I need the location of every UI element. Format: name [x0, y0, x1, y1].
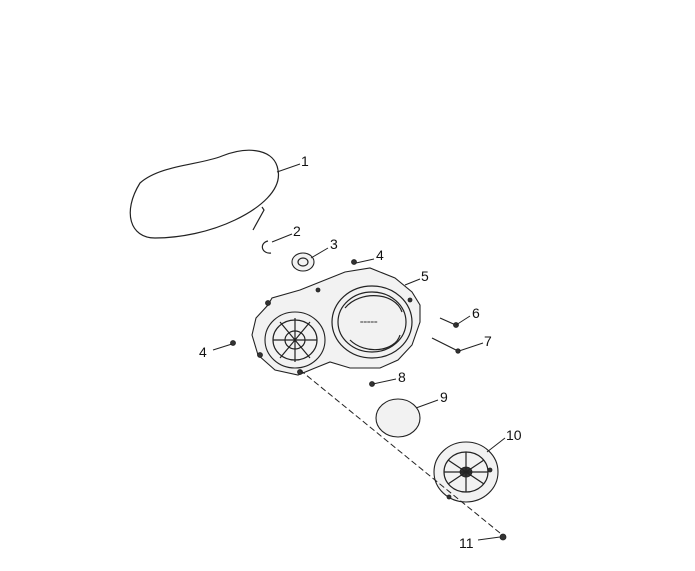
callout-9: 9: [440, 389, 448, 405]
part-bolt-6: [439, 317, 459, 328]
part-seal: [291, 252, 315, 272]
leader-lines: [212, 163, 506, 541]
callout-4-lower: 4: [199, 344, 207, 360]
part-cap: [375, 398, 421, 438]
part-circlip: [261, 240, 272, 254]
callout-4-upper: 4: [376, 247, 384, 263]
part-drive-belt: [129, 149, 280, 239]
assembly-centerline: [299, 369, 501, 534]
callout-2: 2: [293, 223, 301, 239]
callout-1: 1: [301, 153, 309, 169]
part-bolt-7: [431, 337, 461, 354]
callout-6: 6: [472, 305, 480, 321]
part-cover-housing: =====: [251, 267, 421, 376]
callout-7: 7: [484, 333, 492, 349]
svg-text:=====: =====: [360, 320, 378, 326]
part-bolt-upper: [351, 259, 357, 265]
part-screw: [499, 533, 507, 541]
callout-11: 11: [459, 535, 474, 551]
callout-10: 10: [506, 427, 522, 443]
callout-5: 5: [421, 268, 429, 284]
callout-8: 8: [398, 369, 406, 385]
part-fan-cover: [433, 441, 499, 503]
callout-3: 3: [330, 236, 338, 252]
